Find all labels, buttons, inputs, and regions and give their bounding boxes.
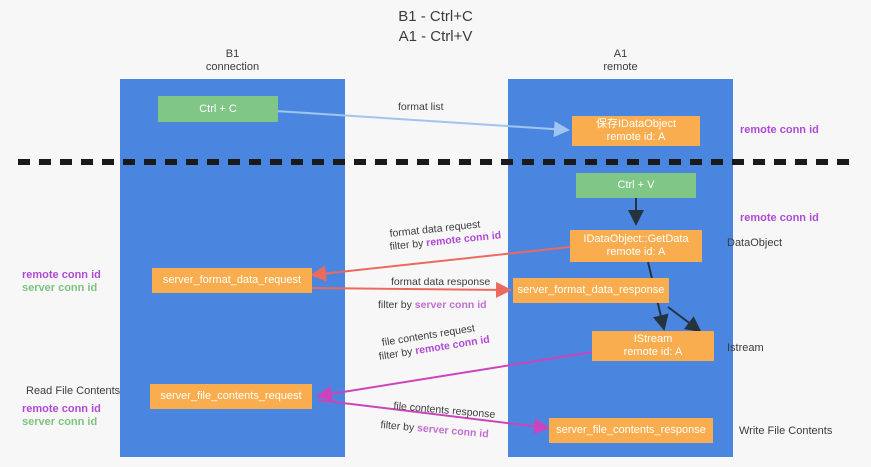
edge-label-format-data-response-filter: filter by server conn id (378, 299, 487, 312)
lane-title-b1-line2: connection (205, 61, 260, 73)
node-server-format-data-request-label: server_format_data_request (162, 274, 302, 286)
node-save-dataobject-line2: remote id: A (606, 131, 666, 143)
edge-label-format-list: format list (398, 101, 444, 113)
filter-key-server-conn-id: server conn id (416, 422, 490, 441)
title-line-1: B1 - Ctrl+C (398, 8, 473, 25)
annotation-write-file-contents: Write File Contents (739, 425, 833, 437)
node-save-dataobject[interactable]: 保存IDataObject remote id: A (572, 116, 700, 146)
edge-label-file-contents-response: file contents response (392, 400, 496, 421)
node-getdata-line2: remote id: A (606, 246, 666, 258)
annotation-left-remote-conn-id-bottom: remote conn id (22, 403, 101, 415)
node-getdata-line1: IDataObject::GetData (583, 233, 689, 245)
filter-prefix: filter by (389, 237, 427, 253)
filter-prefix: filter by (378, 299, 415, 311)
annotation-remote-conn-id-top: remote conn id (740, 124, 819, 136)
node-istream-line2: remote id: A (623, 346, 683, 358)
annotation-istream: Istream (727, 342, 764, 354)
node-server-file-contents-request-label: server_file_contents_request (160, 390, 302, 402)
node-server-format-data-response[interactable]: server_format_data_response (513, 278, 669, 303)
page-title: B1 - Ctrl+C A1 - Ctrl+V (0, 7, 871, 47)
annotation-left-server-conn-id-mid: server conn id (22, 282, 98, 294)
lane-title-a1-line2: remote (603, 61, 638, 73)
filter-prefix: filter by (379, 419, 418, 435)
filter-key-server-conn-id: server conn id (414, 299, 487, 311)
annotation-remote-conn-id-mid: remote conn id (740, 212, 819, 224)
annotation-read-file-contents: Read File Contents (26, 385, 121, 397)
node-ctrl-v[interactable]: Ctrl + V (576, 173, 696, 198)
node-save-dataobject-line1: 保存IDataObject (595, 118, 677, 130)
node-server-file-contents-response-label: server_file_contents_response (556, 424, 706, 436)
node-server-file-contents-response[interactable]: server_file_contents_response (549, 418, 713, 443)
annotation-left-server-conn-id-bottom: server conn id (22, 416, 98, 428)
title-line-2: A1 - Ctrl+V (398, 28, 473, 45)
lane-title-a1: A1 remote (508, 48, 733, 74)
node-istream[interactable]: IStream remote id: A (592, 331, 714, 361)
lane-title-b1: B1 connection (120, 48, 345, 74)
edge-label-format-data-response: format data response (391, 276, 491, 288)
lane-title-a1-line1: A1 (613, 48, 628, 60)
node-server-format-data-request[interactable]: server_format_data_request (152, 268, 312, 293)
annotation-dataobject: DataObject (727, 237, 783, 249)
node-getdata[interactable]: IDataObject::GetData remote id: A (570, 230, 702, 262)
node-server-file-contents-request[interactable]: server_file_contents_request (150, 384, 312, 409)
annotation-left-remote-conn-id-mid: remote conn id (22, 269, 101, 281)
node-server-format-data-response-label: server_format_data_response (517, 284, 665, 296)
edge-label-file-contents-response-filter: filter by server conn id (380, 419, 489, 441)
node-ctrl-c-label: Ctrl + C (199, 102, 237, 115)
node-ctrl-c[interactable]: Ctrl + C (158, 96, 278, 122)
lane-title-b1-line1: B1 (225, 48, 240, 60)
node-ctrl-v-label: Ctrl + V (617, 179, 655, 191)
node-istream-line1: IStream (633, 333, 673, 345)
